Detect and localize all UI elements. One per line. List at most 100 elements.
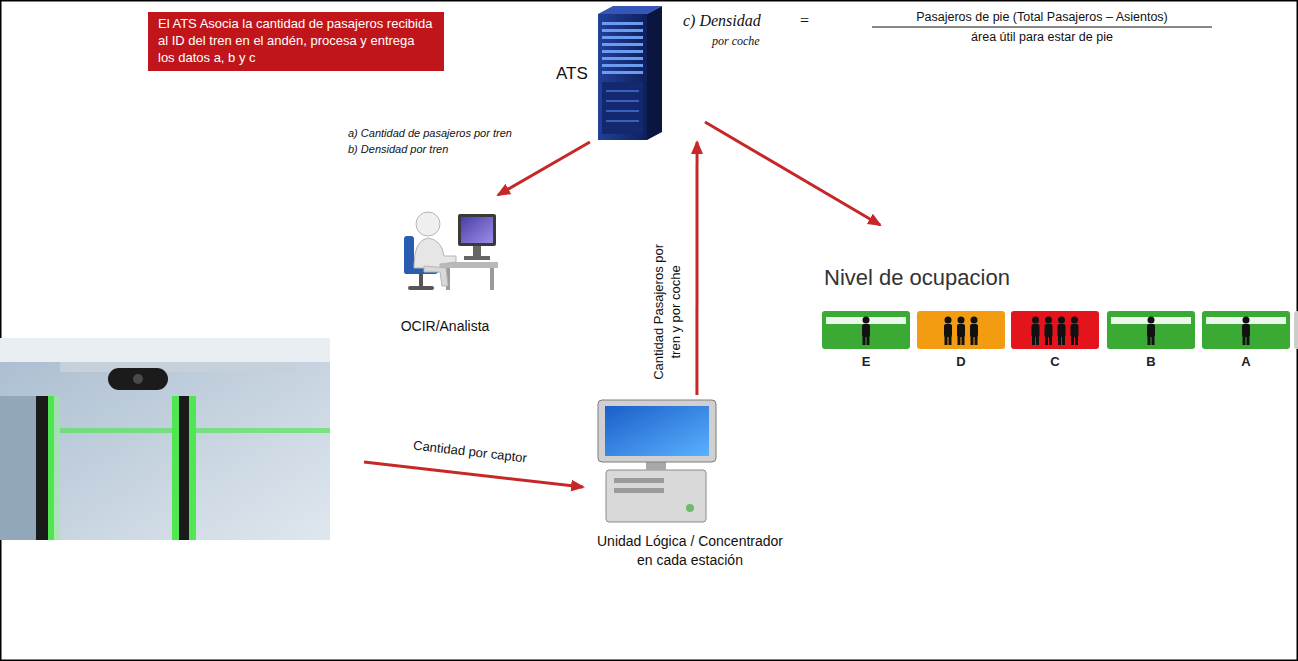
server-icon [606,120,639,122]
train-occupancy-cars [1111,317,1191,324]
train-car-text: C [1050,354,1059,369]
server-node: ATS [552,5,705,142]
train-occupancy-cars [1071,324,1079,337]
door-sensor-photo [48,396,54,540]
train-occupancy-cars [1049,336,1052,345]
door-sensor-photo [189,396,196,540]
train-occupancy-cars [917,311,1005,349]
formula-denominator: área útil para estar de pie [872,30,1212,44]
train-car: B [1107,309,1195,371]
analyst-node: OCIR/Analista [380,195,510,340]
door-sensor-photo [108,368,168,390]
train-occupancy-cars [1148,336,1151,345]
edge-label: Cantidad Pasajeros por tren y por coche [651,242,685,382]
train-occupancy-cars [1058,317,1065,324]
server-icon [602,57,643,60]
train-occupancy-cars [1243,317,1250,324]
train-occupancy-cars [1148,317,1155,324]
edge-note: a) Cantidad de pasajeros por tren [348,127,512,139]
train-occupancy-cars [1045,336,1048,345]
concentrator-icon [598,400,716,522]
train-occupancy-cars [944,317,952,346]
door-sensor-photo [196,428,330,433]
train-occupancy-cars [957,324,965,337]
train-occupancy-cars [1206,317,1286,324]
server-icon [606,90,639,92]
train-occupancy-cars [958,336,961,345]
train-occupancy-cars [1075,336,1078,345]
train-occupancy-cars [1032,336,1035,345]
train-occupancy-cars [1058,324,1066,337]
train-occupancy-cars [1294,311,1298,349]
train-occupancy-cars [1247,336,1250,345]
door-sensor-photo [54,396,60,540]
occupancy-panel: Nivel de ocupacionED C B A [818,225,1296,375]
analyst-icon [473,246,481,256]
concentrator-node: Unidad Lógica / Concentrador en cada est… [585,395,795,575]
train-occupancy-cars [971,317,978,324]
server-icon [602,82,643,134]
concentrator-icon [614,488,664,493]
note-box-text: El ATS Asocia la cantidad de pasajeros r… [158,16,434,67]
note-box: El ATS Asocia la cantidad de pasajeros r… [148,12,444,71]
train-occupancy-cars [863,336,866,345]
train-occupancy-cars [1243,336,1246,345]
train-occupancy-cars [1071,317,1079,346]
train-car: E [822,309,910,371]
door-sensor-photo [0,396,36,540]
train-car-text: A [1241,354,1250,369]
train-occupancy-cars [1242,317,1250,346]
arrow-label: Cantidad por captor [412,437,527,465]
train-occupancy-cars [1032,317,1040,346]
analyst-icon [404,212,498,290]
server-icon [606,110,639,112]
train-occupancy-cars [1036,336,1039,345]
sensor-arrow [364,462,583,487]
train-occupancy-cars [1032,317,1039,324]
formula-term: = [800,12,809,30]
train-occupancy-cars [822,311,1298,349]
train-car: A [1202,309,1290,371]
server-icon [602,64,643,67]
train-occupancy-cars [1242,324,1250,337]
train-occupancy-cars [1058,317,1066,346]
occupancy-panel-text: Nivel de ocupacion [824,265,1296,291]
server-icon [602,50,643,53]
door-sensor-photo [0,338,330,540]
server-node-text: ATS [556,64,588,84]
concentrator-node-text: Unidad Lógica / Concentrador en cada est… [590,532,790,571]
train-occupancy-cars [1062,336,1065,345]
train-occupancy-cars [1147,324,1155,337]
train-occupancy-cars [1032,324,1040,337]
train-occupancy-cars [1011,311,1099,349]
concentrator-icon [605,406,709,456]
flow-arrow [695,142,698,395]
train-occupancy-cars [822,311,910,349]
server-icon [602,22,643,25]
door-sensor-photo [60,428,172,433]
concentrator-icon [614,478,664,483]
analyst-icon [464,256,490,260]
train-occupancy-cars [1152,336,1155,345]
analyst-icon [424,266,448,286]
analyst-icon [408,286,434,290]
train-occupancy-cars [944,324,952,337]
train-occupancy-cars [1071,317,1078,324]
train-occupancy-cars [862,324,870,337]
train-car: D [917,309,1005,371]
train-occupancy-cars [945,336,948,345]
server-icon [602,36,643,39]
analyst-node-text: OCIR/Analista [401,318,490,334]
door-sensor-photo [0,338,330,540]
train-occupancy-cars [957,317,965,346]
server-icon [602,43,643,46]
train-occupancy-cars [1058,336,1061,345]
fraction-bar [872,27,1212,28]
door-sensor-photo [60,362,296,372]
train-occupancy-cars [945,317,952,324]
train-occupancy-cars [1202,311,1290,349]
concentrator-icon [606,470,706,522]
door-sensor-photo [36,396,48,540]
server-icon [598,14,647,140]
train-occupancy-cars [1071,336,1074,345]
